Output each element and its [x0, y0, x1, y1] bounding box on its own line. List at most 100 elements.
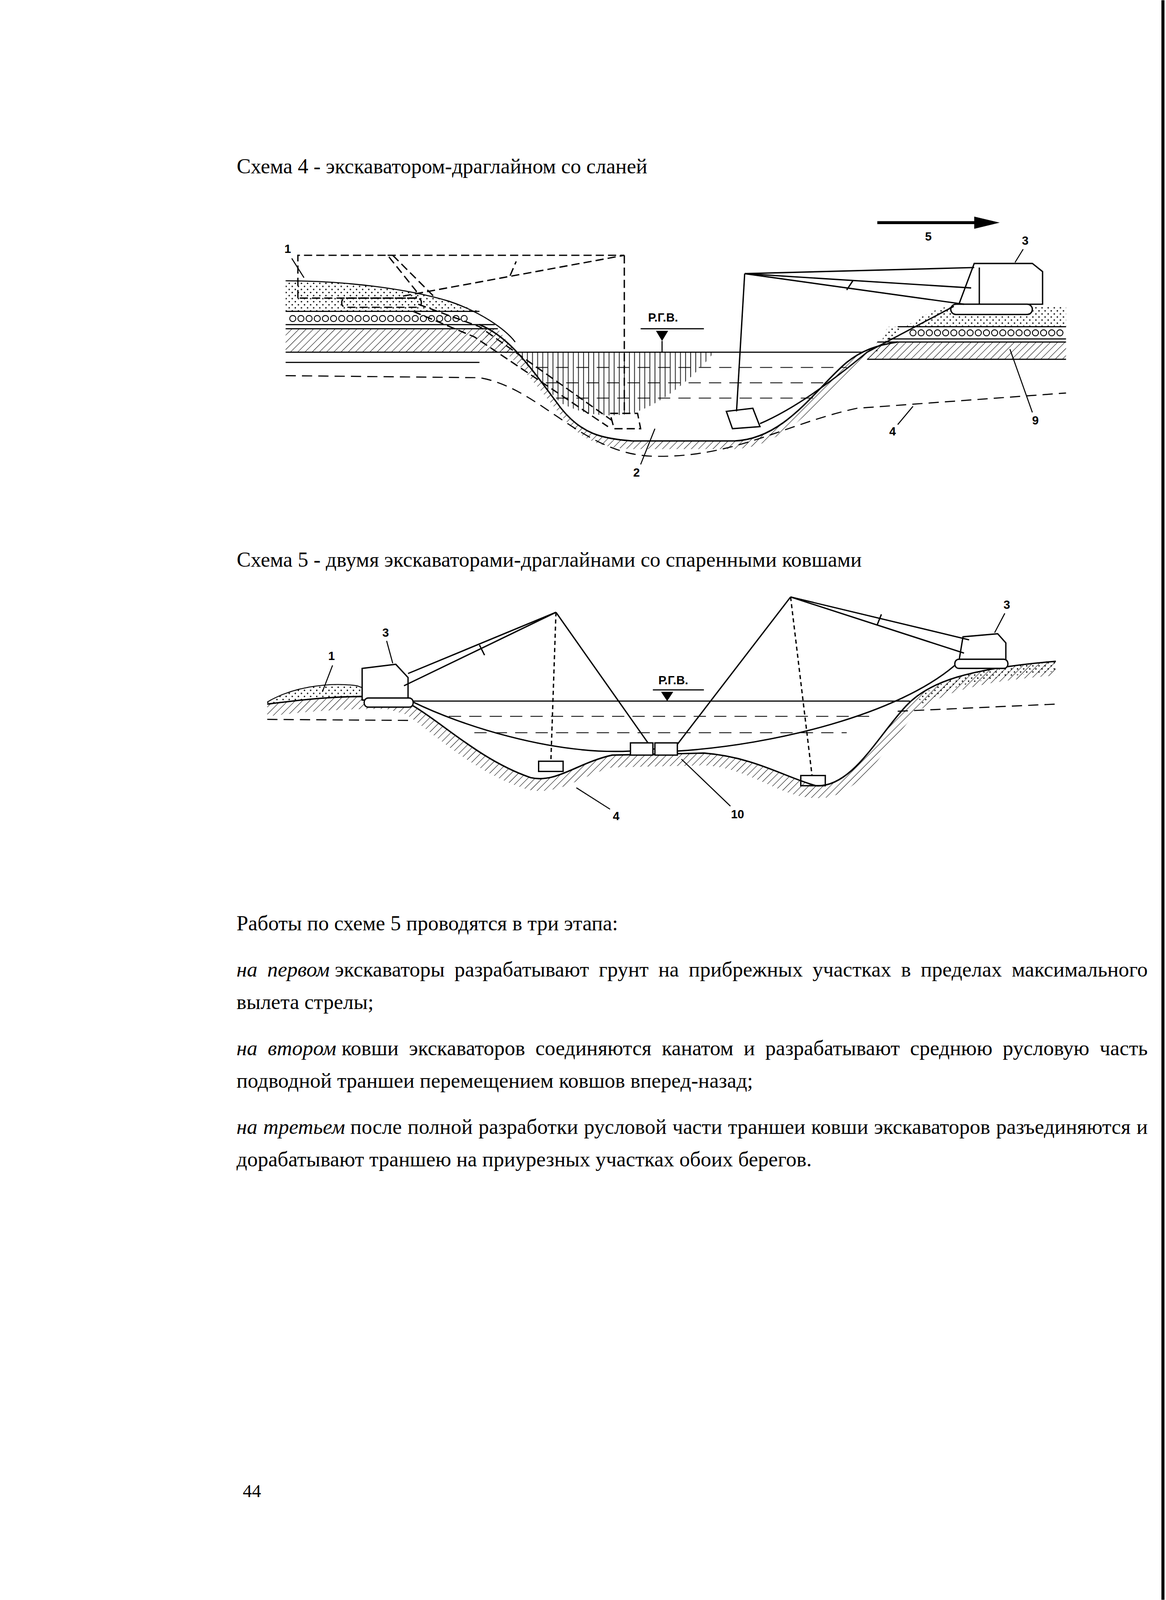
scheme-4-right-bank [983, 329, 990, 336]
callout-number: 2 [631, 466, 641, 479]
leader-line [576, 787, 611, 810]
body-text: Работы по схеме 5 проводятся в три этапа… [236, 911, 618, 935]
scheme-4-trench [535, 367, 847, 398]
scheme-5-excavators [958, 633, 1006, 661]
scheme-4-trench [285, 324, 1066, 457]
scheme-4-excavator [978, 267, 980, 305]
scheme-4-left-bank [314, 315, 321, 322]
water-level-mark [655, 330, 669, 341]
scheme-4-trench [535, 367, 847, 369]
scheme-4-right-bank [934, 329, 941, 336]
callout-number: 4 [611, 809, 621, 823]
page-number: 44 [242, 1480, 262, 1503]
scheme-4-left-bank [403, 315, 410, 322]
scheme-5-excavators [413, 702, 631, 752]
scheme-5-excavators [550, 612, 556, 762]
stage-name: на третьем [236, 1115, 345, 1139]
scheme-4-right-bank [975, 329, 982, 336]
scheme-4-left-bank [285, 361, 480, 363]
water-level-mark [661, 340, 663, 353]
scheme-4-excavator [958, 263, 1043, 305]
scheme-4-left-bank [289, 315, 296, 322]
figure-title: Схема 5 - двумя экскаваторами-драглайнам… [236, 547, 862, 573]
scheme-5-excavators [790, 596, 964, 654]
leader-line [322, 613, 1005, 810]
leader-line [1015, 249, 1024, 263]
scheme-4-dashed-excavator [418, 304, 613, 421]
figure-title: Схема 4 - экскаватором-драглайном со сла… [236, 153, 648, 179]
scheme-4-dashed-excavator [510, 261, 516, 276]
scheme-5-ground [406, 700, 911, 702]
scheme-4-left-bank [461, 315, 468, 322]
leader-line [994, 613, 1005, 633]
leader-line [291, 258, 305, 278]
scheme-5-excavators [790, 596, 969, 640]
scheme-4-right-bank [877, 341, 1067, 343]
leader-line [322, 665, 333, 693]
scheme-5-excavators [538, 761, 564, 772]
water-level-mark [652, 689, 704, 691]
scheme-4-right-bank [1056, 329, 1063, 336]
scheme-4-dashed-excavator [297, 255, 641, 429]
scheme-5-excavators [555, 612, 651, 747]
scheme-5-excavators [362, 596, 1009, 786]
scheme-4-left-bank [289, 315, 468, 322]
water-level-mark [660, 692, 674, 702]
scheme-4-trench [515, 351, 862, 353]
scheme-4-right-bank [1032, 329, 1039, 336]
leader-line [1010, 349, 1033, 413]
scheme-4-right-bank [926, 329, 933, 336]
scheme-5-excavators [655, 742, 678, 756]
callout-number: 9 [1030, 413, 1040, 427]
movement-arrow [974, 216, 1000, 229]
scheme-4-left-bank [436, 315, 443, 322]
scheme-5-ground [267, 719, 409, 721]
scheme-4-right-bank [909, 329, 1064, 336]
stage-name: на втором [236, 1036, 337, 1060]
water-level-mark [640, 328, 704, 353]
callout-number: 1 [283, 242, 293, 256]
scheme-4-dashed-excavator [402, 255, 625, 296]
scheme-4-right-bank [887, 338, 1066, 340]
scheme-4-left-bank [285, 351, 516, 353]
scheme-4-left-bank [387, 315, 394, 322]
scheme-4-excavator [846, 280, 853, 291]
scheme-4-dashed-excavator [297, 255, 417, 299]
callout-number: 10 [729, 807, 746, 821]
scheme-4-left-bank [363, 315, 370, 322]
leader-line [386, 640, 393, 664]
scheme-4-right-bank [999, 329, 1006, 336]
scheme-4-excavator [744, 267, 975, 274]
scheme-4-left-bank [338, 315, 345, 322]
scheme-5-ground [897, 703, 1056, 712]
leader-line [897, 406, 913, 425]
scheme-4-excavator [950, 304, 1032, 315]
scheme-5-excavators [479, 644, 485, 656]
scheme-4-trench [545, 382, 832, 384]
paragraph: на первомэкскаваторы разрабатывают грунт… [236, 953, 1148, 1019]
scheme-4-left-bank [285, 280, 480, 312]
scheme-4-dashed-excavator [392, 255, 434, 296]
movement-arrow [877, 220, 978, 225]
body-text: ковши экскаваторов соединяются канатом и… [236, 1036, 1148, 1093]
scheme-4-trench [479, 324, 898, 450]
scheme-4-excavator [744, 273, 964, 305]
scheme-4-right-bank [867, 358, 1067, 360]
scheme-5-excavators [954, 659, 1008, 669]
scheme-4-dashed-excavator [610, 413, 641, 429]
scheme-4-left-bank [379, 315, 386, 322]
scheme-4-right-bank [950, 329, 957, 336]
water-level-mark [652, 689, 704, 702]
scheme-4-excavator [744, 273, 972, 288]
scheme-4-left-bank [306, 315, 312, 322]
scheme-4-left-bank [395, 315, 402, 322]
scheme-4-excavator [759, 306, 954, 424]
scheme-4-right-bank [1015, 329, 1022, 336]
stage-name: на первом [236, 957, 330, 982]
scheme-4-right-bank [1048, 329, 1055, 336]
scheme-5-ground [267, 661, 1056, 799]
scheme-4-dashed-excavator [387, 254, 624, 257]
scheme-5-ground [474, 732, 847, 734]
